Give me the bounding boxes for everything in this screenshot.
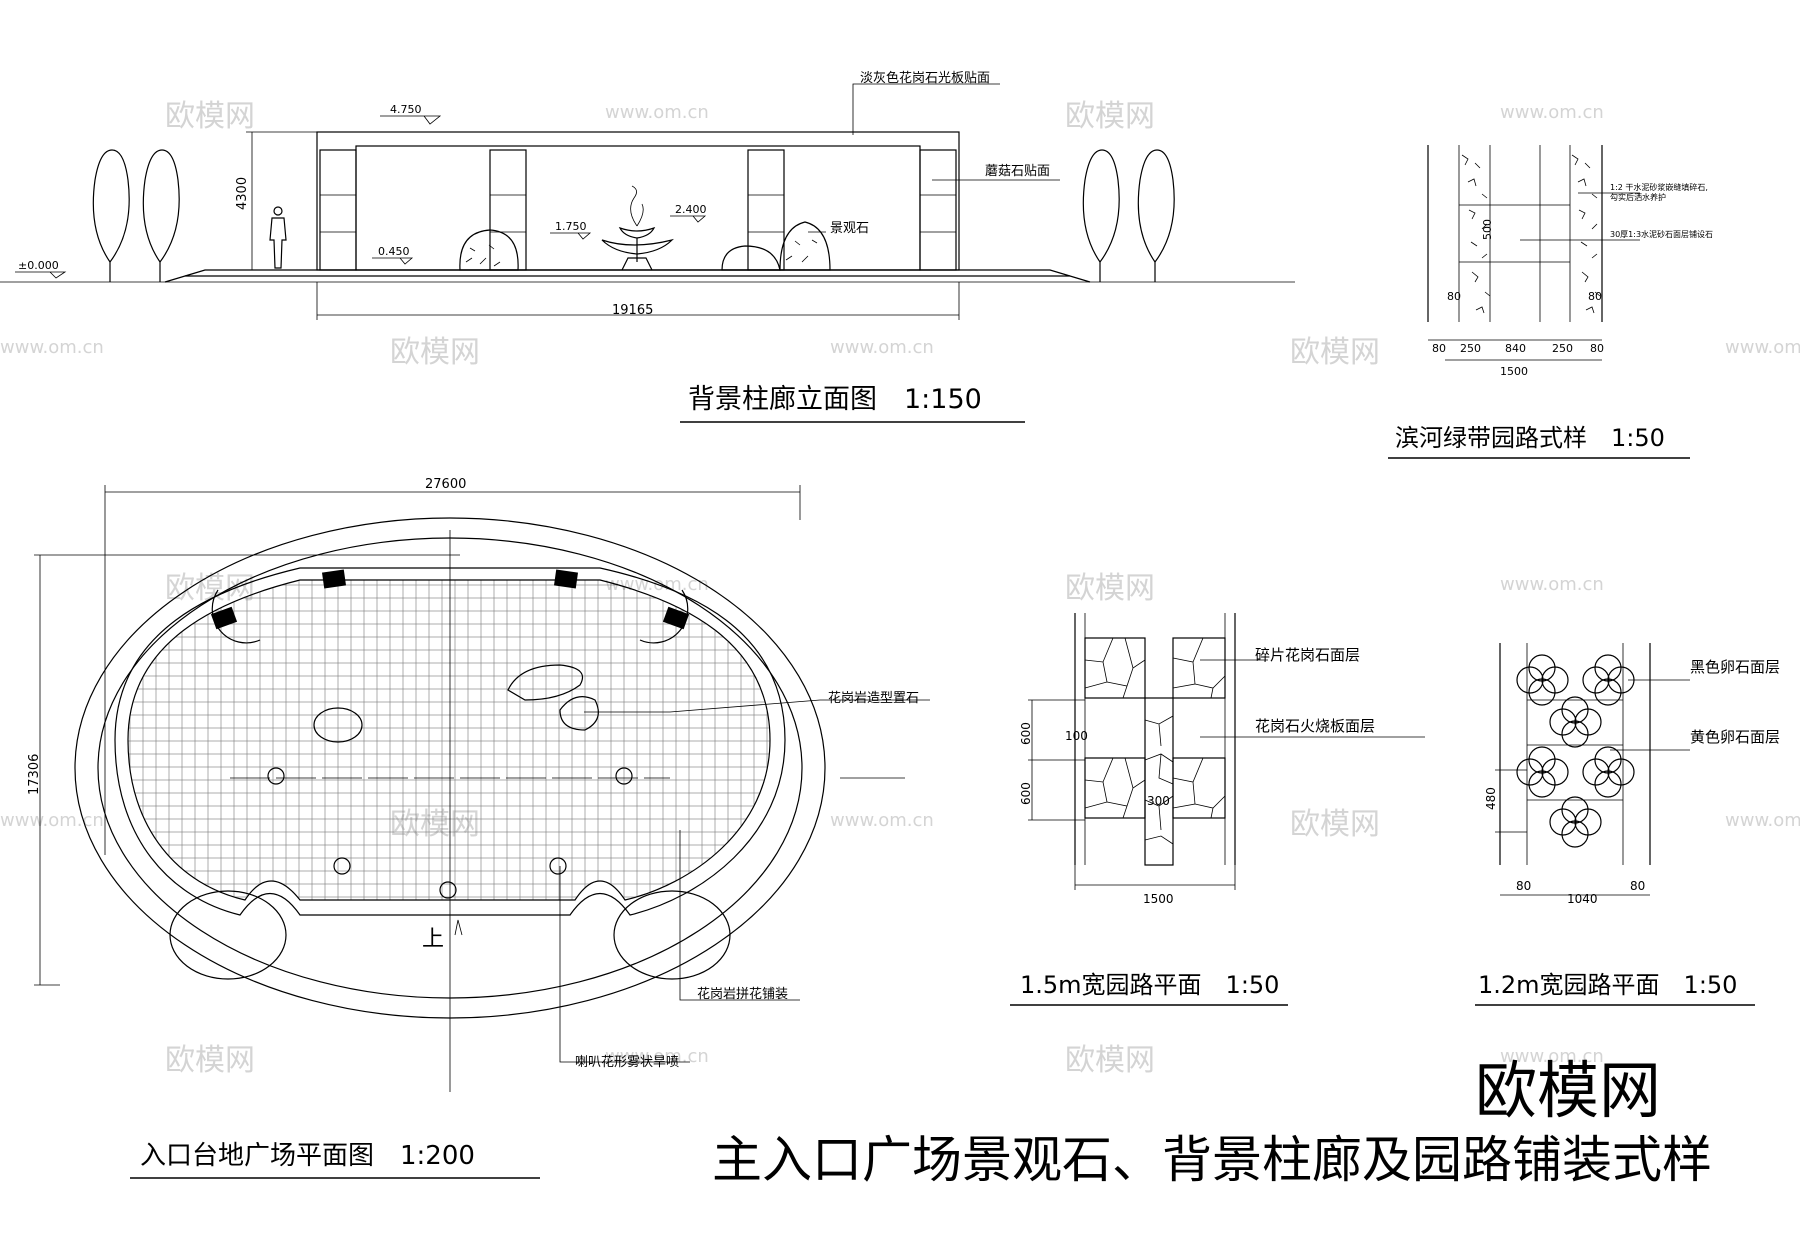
watermark-url: www.om.cn [0, 810, 104, 831]
plaza-dim-width: 27600 [425, 477, 466, 492]
plaza-label-stone: 花岗岩造型置石 [828, 690, 919, 706]
fountain-jets [267, 767, 633, 899]
watermark-logo: 欧模网 [390, 335, 480, 370]
watermark-logo: 欧模网 [1065, 571, 1155, 606]
path-1-5m-detail: 碎片花岗石面层 花岗石火烧板面层 600 600 100 300 1500 1.… [1010, 613, 1425, 1006]
path12-dim-l: 80 [1516, 879, 1531, 893]
path15-dim-a: 600 [1019, 722, 1033, 745]
watermark-url: www.om.cn [1500, 102, 1604, 123]
plaza-label-fountain: 喇叭花形雾状旱喷 [575, 1054, 679, 1070]
plaza-up-label: 上 [422, 927, 444, 952]
level-fountain-top: 2.400 [675, 203, 707, 216]
path12-label-2: 黄色卵石面层 [1690, 728, 1780, 746]
riverside-path-detail: 1:2 干水泥砂浆嵌缝填碎石, 勾实后洒水养护 30厚1:3水泥砂石面层铺设石 … [1388, 145, 1713, 459]
watermark-logo: 欧模网 [1290, 335, 1380, 370]
watermark-logo: 欧模网 [1065, 1043, 1155, 1078]
pebble-clusters [1516, 654, 1635, 848]
riverside-note-1: 1:2 干水泥砂浆嵌缝填碎石, [1610, 182, 1708, 192]
watermark-url: www.om.cn [0, 337, 104, 358]
path15-dim-total: 1500 [1143, 892, 1174, 906]
path12-label-1: 黑色卵石面层 [1690, 658, 1780, 676]
riverside-dim: 80 [1590, 342, 1604, 355]
watermark-url: www.om.cn [830, 337, 934, 358]
watermark-url: www.om.cn [830, 810, 934, 831]
watermark-url: www.om.cn [1725, 810, 1800, 831]
riverside-note-2: 30厚1:3水泥砂石面层铺设石 [1610, 229, 1713, 239]
elevation-title: 背景柱廊立面图 1:150 [688, 384, 982, 415]
watermark-url: www.om.cn [1500, 1046, 1604, 1067]
riverside-title: 滨河绿带园路式样 1:50 [1395, 424, 1665, 452]
level-ground: ±0.000 [18, 259, 59, 272]
riverside-dim-total: 1500 [1500, 365, 1528, 378]
riverside-dim: 250 [1460, 342, 1481, 355]
riverside-dim-seg: 500 [1481, 219, 1494, 240]
level-step: 0.450 [378, 245, 410, 258]
riverside-note-1b: 勾实后洒水养护 [1610, 192, 1666, 202]
pebble-cluster [1549, 696, 1602, 748]
path12-dim-total: 1040 [1567, 892, 1598, 906]
path12-dim-a: 480 [1484, 787, 1498, 810]
path15-dim-d: 300 [1147, 794, 1170, 808]
plaza-title: 入口台地广场平面图 1:200 [140, 1141, 475, 1171]
path15-title: 1.5m宽园路平面 1:50 [1020, 971, 1279, 999]
path15-label-2: 花岗石火烧板面层 [1255, 717, 1375, 735]
note-granite-panel: 淡灰色花岗石光板贴面 [860, 70, 990, 86]
pebble-cluster [1582, 654, 1635, 706]
path12-title: 1.2m宽园路平面 1:50 [1478, 971, 1737, 999]
sheet-title: 主入口广场景观石、背景柱廊及园路铺装式样 [712, 1131, 1712, 1189]
watermark-url: www.om.cn [1500, 574, 1604, 595]
level-top: 4.750 [390, 103, 422, 116]
riverside-dim-side-r: 80 [1588, 290, 1602, 303]
pebble-cluster [1582, 746, 1635, 798]
path-1-2m-detail: 黑色卵石面层 黄色卵石面层 480 80 80 1040 1.2m宽园路平面 1… [1475, 643, 1780, 1006]
riverside-dim: 250 [1552, 342, 1573, 355]
plaza-label-paving: 花岗岩拼花铺装 [697, 986, 788, 1002]
colonnade-elevation: 19165 4300 4.750 ±0.000 0.450 1.750 2.40… [0, 70, 1295, 423]
elevation-trees [92, 149, 1175, 282]
riverside-dim: 840 [1505, 342, 1526, 355]
dim-elevation-width: 19165 [612, 303, 653, 318]
dim-elevation-height: 4300 [235, 177, 250, 210]
riverside-dim-side: 80 [1447, 290, 1461, 303]
plaza-dim-height: 17306 [27, 754, 42, 795]
watermark-url: www.om.cn [1725, 337, 1800, 358]
pebble-cluster [1549, 796, 1602, 848]
pebble-cluster [1516, 746, 1569, 798]
watermark-logo: 欧模网 [1065, 99, 1155, 134]
level-fountain-base: 1.750 [555, 220, 587, 233]
path15-dim-b: 600 [1019, 782, 1033, 805]
path12-dim-r: 80 [1630, 879, 1645, 893]
path15-dim-c: 100 [1065, 729, 1088, 743]
riverside-gravel-texture [1461, 154, 1601, 314]
crazy-paving [1084, 637, 1226, 866]
watermark-logo: 欧模网 [165, 1043, 255, 1078]
note-mushroom-stone: 蘑菇石贴面 [985, 164, 1050, 179]
path15-label-1: 碎片花岗石面层 [1255, 646, 1360, 664]
plaza-plan: 27600 17306 [27, 477, 930, 1179]
pebble-cluster [1516, 654, 1569, 706]
watermark-logo: 欧模网 [1290, 807, 1380, 842]
watermark-logo: 欧模网 [165, 99, 255, 134]
corner-watermark-logo: 欧模网 [1475, 1054, 1661, 1127]
watermark-url: www.om.cn [605, 102, 709, 123]
riverside-dim: 80 [1432, 342, 1446, 355]
note-landscape-stone: 景观石 [830, 221, 869, 236]
